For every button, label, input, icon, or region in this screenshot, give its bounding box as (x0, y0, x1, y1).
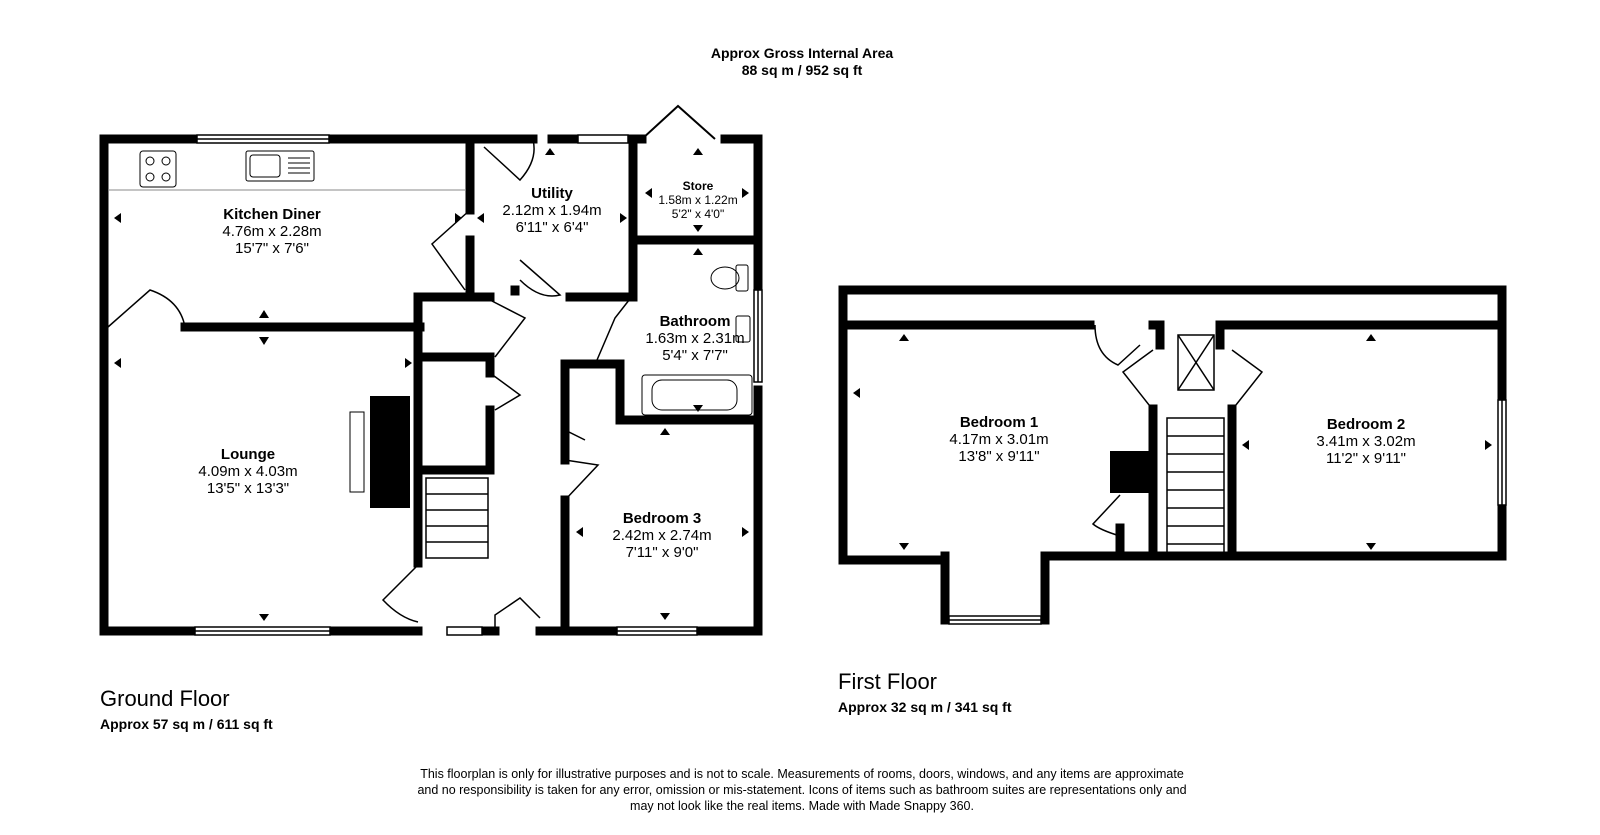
room-metric: 4.17m x 3.01m (949, 431, 1049, 448)
ground-floor-stairs (425, 477, 489, 559)
ground-floor-windows (194, 134, 763, 636)
room-imperial: 5'2" x 4'0" (671, 207, 725, 221)
disclaimer-line-1: This floorplan is only for illustrative … (420, 767, 1184, 781)
room-utility: Utility 2.12m x 1.94m 6'11" x 6'4" (502, 185, 601, 236)
room-bedroom-2: Bedroom 2 3.41m x 3.02m 11'2" x 9'11" (1316, 416, 1415, 467)
room-bedroom-1: Bedroom 1 4.17m x 3.01m 13'8" x 9'11" (949, 414, 1048, 465)
room-name: Store (682, 179, 714, 193)
room-imperial: 6'11" x 6'4" (515, 219, 589, 236)
first-floor-title: First Floor (838, 669, 937, 694)
ground-floor-title: Ground Floor (100, 686, 230, 711)
room-name: Lounge (220, 446, 276, 463)
room-imperial: 11'2" x 9'11" (1325, 450, 1407, 467)
kitchen-fixtures (108, 150, 466, 493)
first-floor-doors (1091, 324, 1264, 537)
room-lounge: Lounge 4.09m x 4.03m 13'5" x 13'3" (198, 446, 297, 497)
room-metric: 4.76m x 2.28m (222, 223, 322, 240)
room-metric: 2.12m x 1.94m (502, 202, 602, 219)
room-imperial: 13'5" x 13'3" (206, 480, 290, 497)
room-bedroom-3: Bedroom 3 2.42m x 2.74m 7'11" x 9'0" (612, 510, 711, 561)
room-name: Kitchen Diner (223, 206, 321, 223)
first-floor-stairs (1166, 334, 1225, 557)
ground-floor-doors (107, 139, 634, 631)
room-imperial: 15'7" x 7'6" (235, 240, 309, 257)
room-metric: 4.09m x 4.03m (198, 463, 298, 480)
room-imperial: 13'8" x 9'11" (958, 448, 1040, 465)
first-floor-windows (948, 399, 1507, 625)
gia-label: Approx Gross Internal Area (710, 45, 894, 61)
ground-floor-walls (99, 134, 763, 636)
room-metric: 2.42m x 2.74m (612, 527, 712, 544)
room-imperial: 5'4" x 7'7" (662, 347, 728, 364)
room-name: Bedroom 3 (622, 510, 702, 527)
bathroom-fixtures (641, 264, 753, 416)
room-metric: 1.58m x 1.22m (658, 193, 738, 207)
disclaimer-line-3: may not look like the real items. Made w… (630, 799, 974, 813)
room-name: Utility (531, 185, 573, 202)
disclaimer: This floorplan is only for illustrative … (352, 766, 1252, 814)
room-name: Bedroom 1 (959, 414, 1039, 431)
room-bathroom: Bathroom 1.63m x 2.31m 5'4" x 7'7" (645, 313, 744, 364)
room-imperial: 7'11" x 9'0" (625, 544, 699, 561)
room-name: Bedroom 2 (1326, 416, 1406, 433)
disclaimer-line-2: and no responsibility is taken for any e… (417, 783, 1187, 797)
first-floor-area: Approx 32 sq m / 341 sq ft (838, 699, 1012, 715)
dimension-markers (114, 148, 1492, 621)
room-name: Bathroom (659, 313, 731, 330)
gia-value: 88 sq m / 952 sq ft (741, 62, 863, 78)
room-kitchen-diner: Kitchen Diner 4.76m x 2.28m 15'7" x 7'6" (222, 206, 321, 257)
room-store: Store 1.58m x 1.22m 5'2" x 4'0" (658, 179, 737, 221)
room-metric: 3.41m x 3.02m (1316, 433, 1416, 450)
room-metric: 1.63m x 2.31m (645, 330, 745, 347)
ground-floor-area: Approx 57 sq m / 611 sq ft (100, 716, 273, 732)
